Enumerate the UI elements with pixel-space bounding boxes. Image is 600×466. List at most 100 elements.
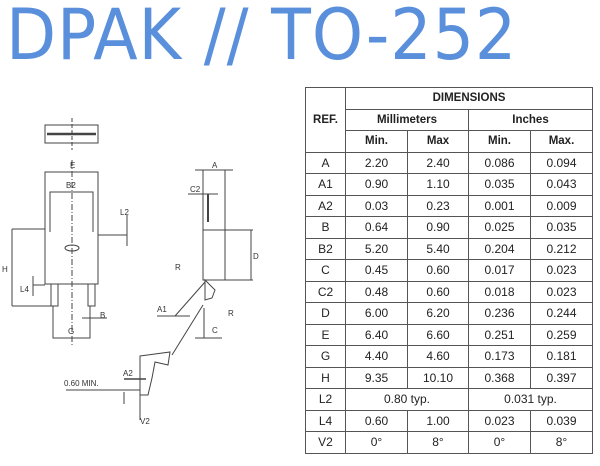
inches-header: Inches — [468, 108, 593, 131]
in-min-cell: 0.204 — [468, 237, 531, 260]
ref-cell: A1 — [305, 173, 346, 196]
mm-min-cell: 0.60 — [345, 409, 408, 432]
mm-max-cell: 0.60 — [407, 259, 469, 282]
mm-typ-cell: 0.80 typ. — [345, 388, 469, 411]
ref-cell: E — [305, 323, 346, 346]
in-max-cell: 0.009 — [530, 194, 593, 217]
in-max-cell: 0.244 — [530, 302, 593, 325]
mm-max-cell: 5.40 — [407, 237, 469, 260]
ref-cell: C — [305, 259, 346, 282]
mm-max-cell: 1.00 — [407, 409, 469, 432]
label-G: G — [68, 327, 74, 336]
in-min-cell: 0.025 — [468, 216, 531, 239]
mm-max-cell: 10.10 — [407, 366, 469, 389]
in-min-cell: 0.173 — [468, 345, 531, 368]
ref-header: REF. — [305, 87, 346, 153]
in-max-cell: 8° — [530, 431, 593, 454]
in-min-cell: 0° — [468, 431, 531, 454]
in-max-cell: 0.023 — [530, 280, 593, 303]
mm-max-cell: 2.40 — [407, 151, 469, 174]
ref-cell: V2 — [305, 431, 346, 454]
in-max-cell: 0.212 — [530, 237, 593, 260]
in-min-cell: 0.023 — [468, 409, 531, 432]
in-max-cell: 0.181 — [530, 345, 593, 368]
ref-cell: L2 — [305, 388, 346, 411]
label-C: C — [212, 326, 218, 335]
mm-min-cell: 5.20 — [345, 237, 408, 260]
in-min-cell: 0.035 — [468, 173, 531, 196]
label-A1: A1 — [157, 305, 167, 314]
mm-max-cell: 0.90 — [407, 216, 469, 239]
mm-max-cell: 0.60 — [407, 280, 469, 303]
in-typ-cell: 0.031 typ. — [468, 388, 593, 411]
label-A2: A2 — [123, 369, 133, 378]
in-min-cell: 0.251 — [468, 323, 531, 346]
in-min-header: Min. — [468, 130, 531, 153]
ref-cell: A2 — [305, 194, 346, 217]
mm-min-cell: 6.40 — [345, 323, 408, 346]
mm-min-cell: 0.90 — [345, 173, 408, 196]
label-min: 0.60 MIN. — [64, 379, 99, 388]
ref-cell: D — [305, 302, 346, 325]
in-max-cell: 0.259 — [530, 323, 593, 346]
mm-min-cell: 4.40 — [345, 345, 408, 368]
label-R-bottom: R — [228, 309, 234, 318]
mm-max-header: Max — [407, 130, 469, 153]
page-title: DPAK // TO-252 — [6, 0, 518, 76]
mm-min-cell: 0° — [345, 431, 408, 454]
mm-min-cell: 0.48 — [345, 280, 408, 303]
mm-min-cell: 2.20 — [345, 151, 408, 174]
mm-min-cell: 0.45 — [345, 259, 408, 282]
millimeters-header: Millimeters — [345, 108, 469, 131]
mm-min-cell: 0.03 — [345, 194, 408, 217]
ref-cell: L4 — [305, 409, 346, 432]
dimensions-header: DIMENSIONS — [345, 87, 593, 110]
mm-min-header: Min. — [345, 130, 408, 153]
in-max-cell: 0.094 — [530, 151, 593, 174]
in-max-cell: 0.039 — [530, 409, 593, 432]
mm-max-cell: 0.23 — [407, 194, 469, 217]
mm-max-cell: 1.10 — [407, 173, 469, 196]
mm-max-cell: 6.60 — [407, 323, 469, 346]
ref-cell: B — [305, 216, 346, 239]
ref-cell: H — [305, 366, 346, 389]
in-max-cell: 0.035 — [530, 216, 593, 239]
ref-cell: B2 — [305, 237, 346, 260]
mm-min-cell: 6.00 — [345, 302, 408, 325]
label-R-top: R — [175, 263, 181, 272]
label-C2: C2 — [190, 185, 201, 194]
mm-max-cell: 4.60 — [407, 345, 469, 368]
ref-cell: C2 — [305, 280, 346, 303]
in-min-cell: 0.017 — [468, 259, 531, 282]
mm-min-cell: 9.35 — [345, 366, 408, 389]
in-min-cell: 0.018 — [468, 280, 531, 303]
label-L4: L4 — [20, 285, 29, 294]
ref-cell: A — [305, 151, 346, 174]
in-min-cell: 0.368 — [468, 366, 531, 389]
label-B2: B2 — [66, 181, 76, 190]
mm-min-cell: 0.64 — [345, 216, 408, 239]
in-min-cell: 0.001 — [468, 194, 531, 217]
label-H: H — [2, 265, 8, 274]
in-max-header: Max. — [530, 130, 593, 153]
mm-max-cell: 6.20 — [407, 302, 469, 325]
dimensions-table: REF. DIMENSIONS Millimeters Inches Min. … — [305, 87, 593, 454]
label-B: B — [100, 311, 105, 320]
ref-cell: G — [305, 345, 346, 368]
label-L2: L2 — [120, 208, 129, 217]
in-min-cell: 0.086 — [468, 151, 531, 174]
side-view-tab — [202, 169, 226, 231]
in-max-cell: 0.043 — [530, 173, 593, 196]
